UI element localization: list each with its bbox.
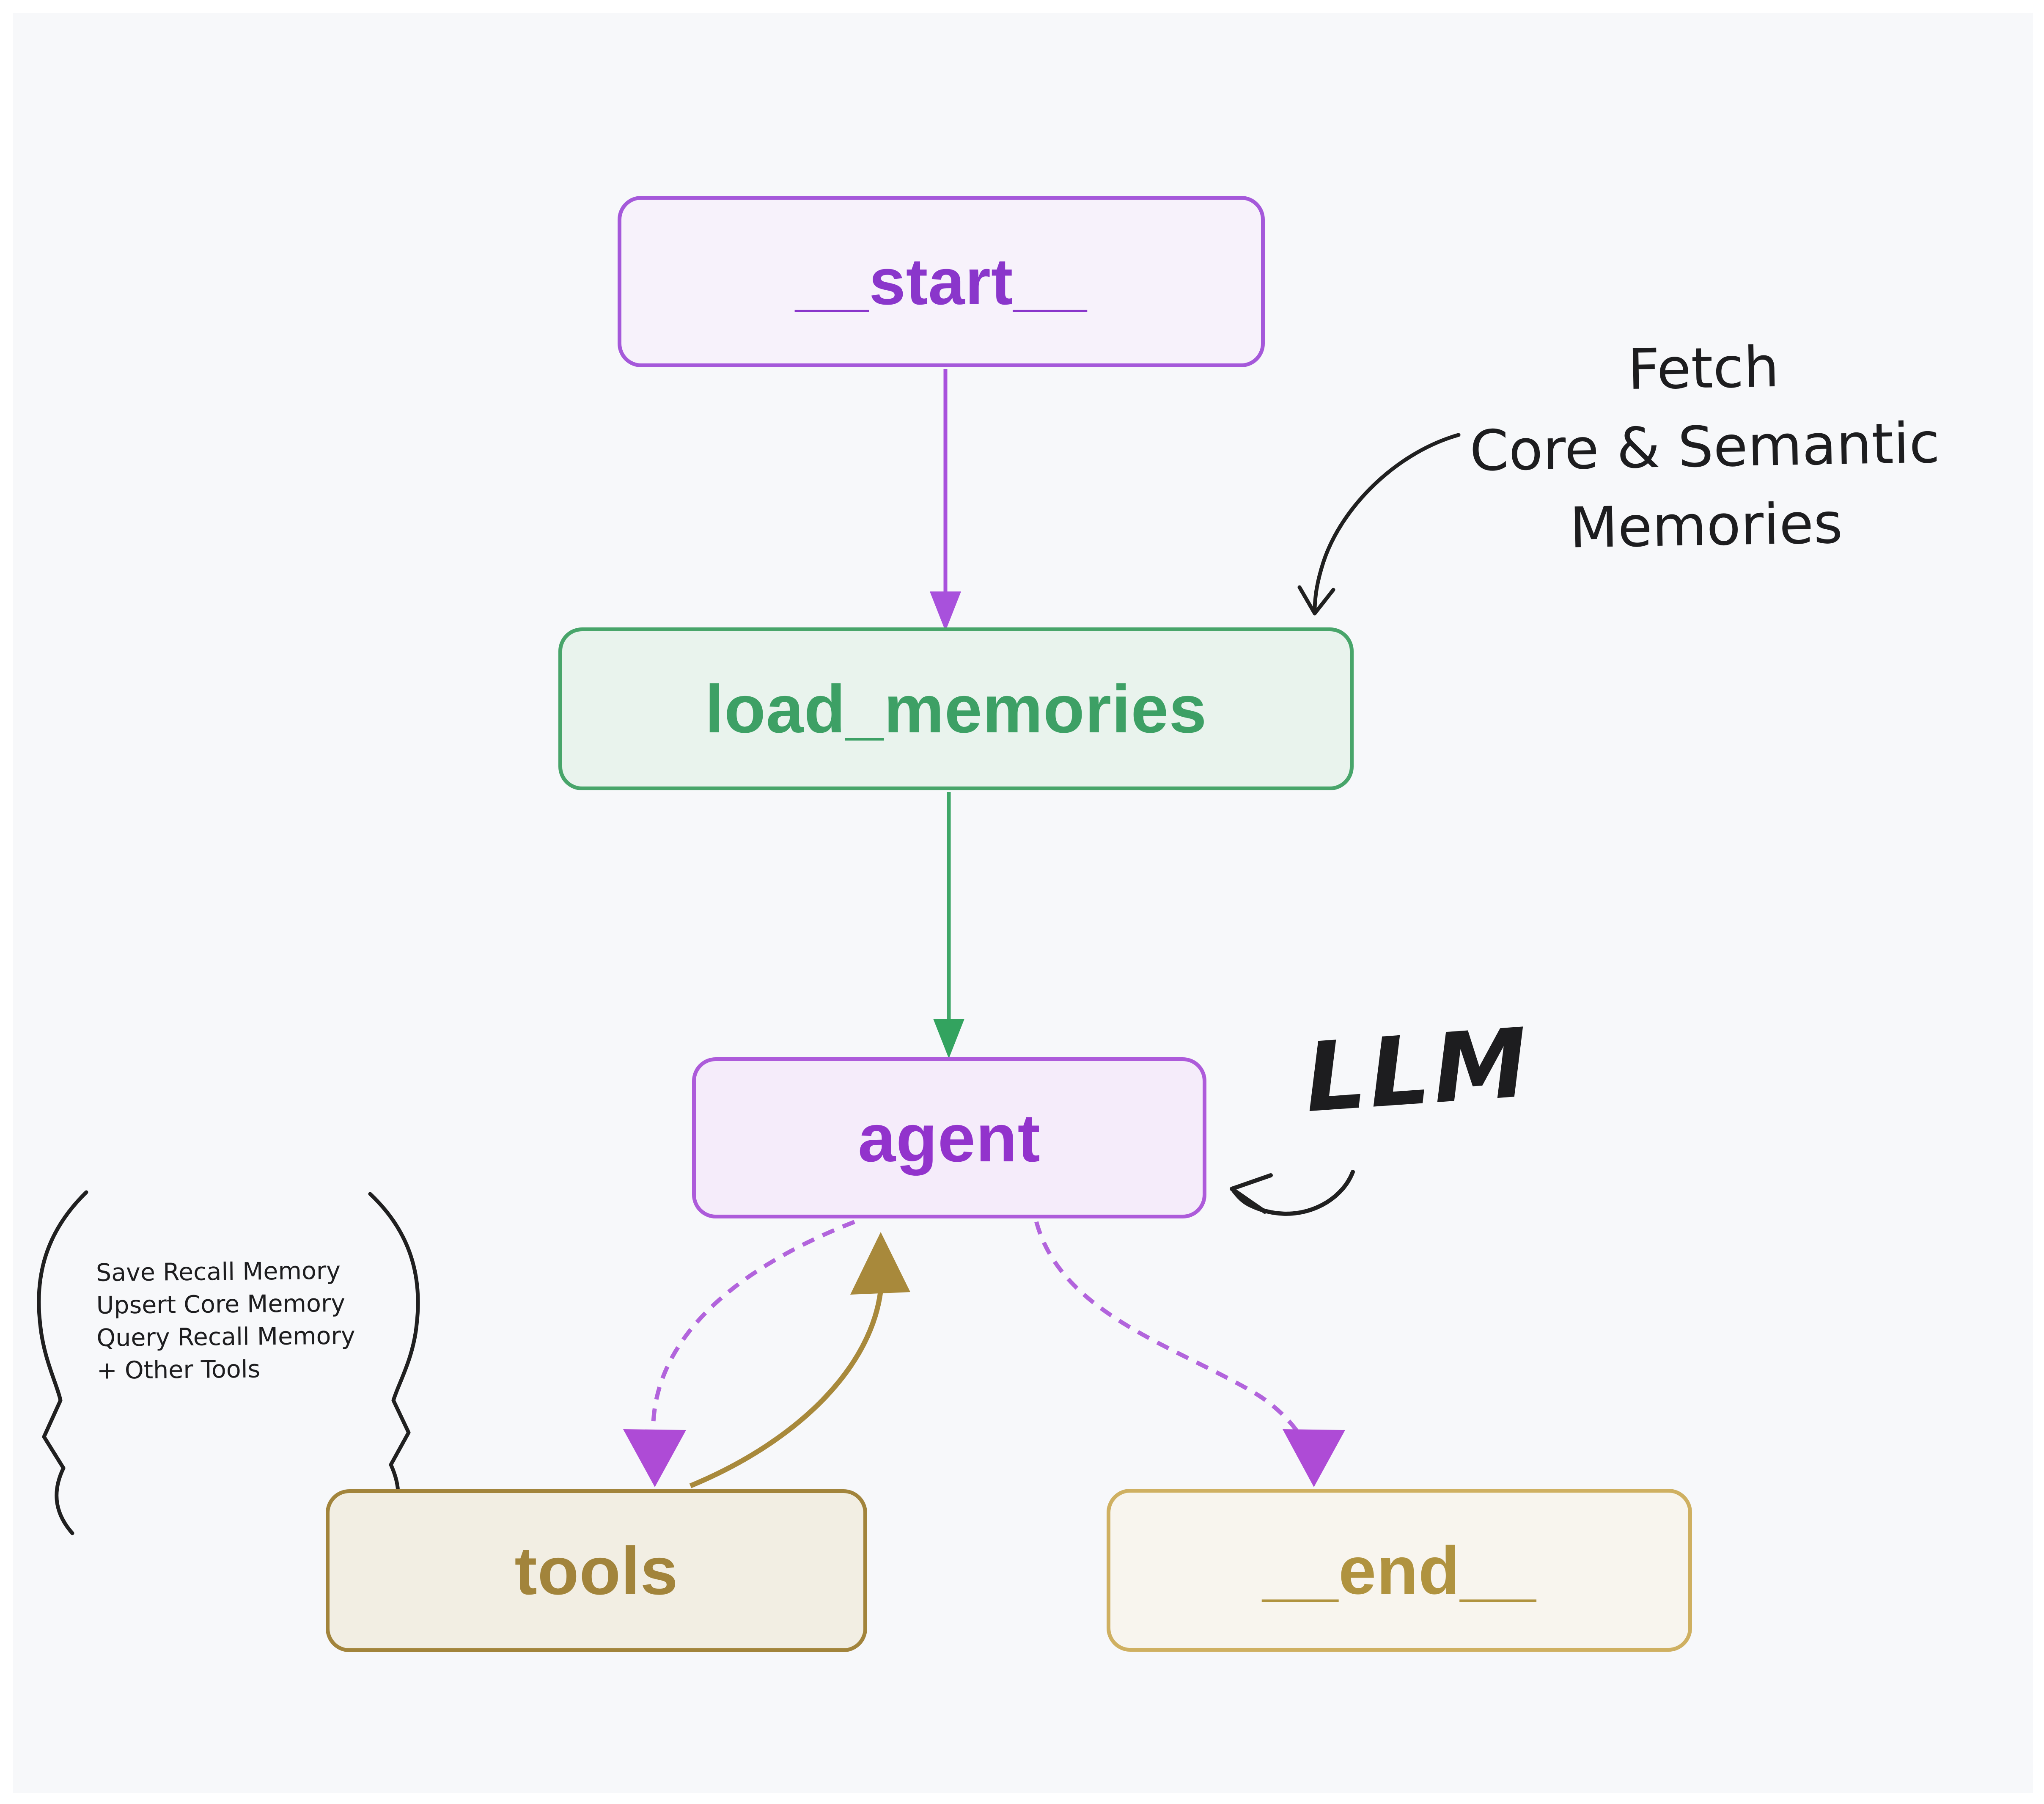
edge-tools-to-agent (689, 1290, 883, 1488)
tools-note-line: Upsert Core Memory (96, 1289, 346, 1320)
node-end-label: __end__ (1262, 1532, 1536, 1608)
tools-note-line: Query Recall Memory (96, 1322, 355, 1352)
node-load-memories-label: load_memories (705, 671, 1207, 747)
arrowhead-into-tools (623, 1429, 686, 1487)
node-start: __start__ (618, 196, 1265, 367)
llm-note-arrowhead (1230, 1173, 1273, 1214)
node-load-memories: load_memories (558, 627, 1354, 790)
fetch-note-line: Memories (1569, 491, 1843, 561)
node-tools: tools (326, 1489, 867, 1652)
node-tools-label: tools (514, 1532, 679, 1609)
node-start-label: __start__ (795, 245, 1087, 318)
tools-note: Save Recall Memory Upsert Core Memory Qu… (96, 1254, 368, 1387)
node-agent: agent (692, 1057, 1206, 1218)
arrowhead-into-agent-from-tools (850, 1232, 910, 1295)
fetch-note: Fetch Core & Semantic Memories (1407, 324, 2003, 570)
node-end: __end__ (1107, 1489, 1692, 1652)
fetch-note-arrowhead (1297, 585, 1335, 616)
edge-agent-to-tools (651, 1220, 855, 1428)
llm-note-label: LLM (1301, 1007, 1535, 1134)
fetch-note-arrow (1297, 433, 1461, 616)
edge-agent-to-end (1034, 1221, 1314, 1464)
tools-note-line: + Other Tools (96, 1355, 261, 1385)
tools-note-line: Save Recall Memory (96, 1257, 341, 1287)
node-agent-label: agent (858, 1100, 1041, 1176)
arrowhead-into-end (1283, 1429, 1345, 1487)
fetch-note-line: Fetch (1627, 334, 1780, 403)
arrowhead-into-agent (933, 1019, 964, 1059)
llm-note: LLM (1302, 1008, 1535, 1134)
arrowhead-into-load-memories (930, 591, 961, 631)
fetch-note-line: Core & Semantic (1469, 410, 1941, 484)
left-brace (37, 1190, 88, 1535)
right-brace (368, 1192, 420, 1531)
llm-note-arrow (1230, 1170, 1355, 1216)
